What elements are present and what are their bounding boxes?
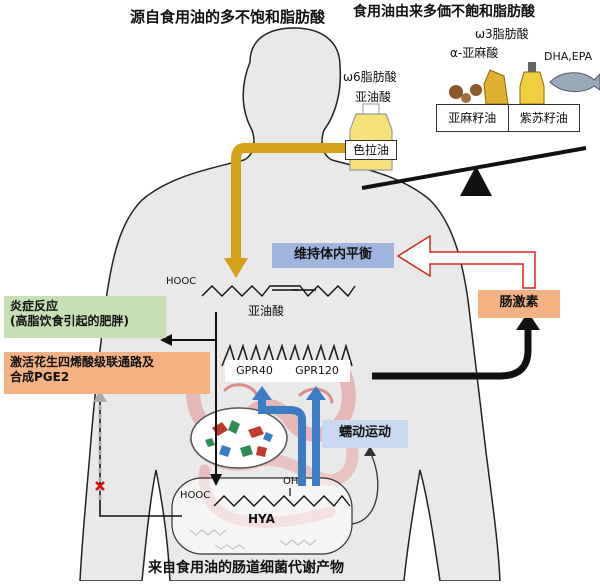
black-arrowhead-hormone bbox=[516, 312, 540, 330]
peristalsis-arrow bbox=[351, 451, 379, 525]
inflammation-line1: 炎症反应 bbox=[10, 299, 59, 313]
line-bottom-left bbox=[99, 372, 182, 517]
hya-faint-molecules bbox=[189, 529, 317, 550]
balance-scale bbox=[361, 146, 587, 196]
perilla-oil-label: 紫苏籽油 bbox=[519, 111, 568, 125]
inflammation-box: 炎症反应 (高脂饮食引起的肥胖) bbox=[4, 296, 166, 338]
bacteria-icons bbox=[205, 420, 273, 457]
dha-epa-label: DHA,EPA bbox=[544, 50, 593, 63]
gpr120-label: GPR120 bbox=[295, 364, 339, 378]
linoleic-acid-label: 亚油酸 bbox=[248, 304, 285, 318]
gold-arrowhead bbox=[224, 258, 248, 278]
gpr40-label: GPR40 bbox=[236, 364, 273, 378]
hooc-top-label: HOOC bbox=[166, 276, 197, 287]
omega3-oil-table: 亚麻籽油 紫苏籽油 bbox=[436, 104, 580, 132]
homeostasis-box: 维持体内平衡 bbox=[272, 243, 394, 268]
title-bottom: 来自食用油的肠道细菌代谢产物 bbox=[148, 560, 344, 576]
omega6-label: ω6脂肪酸 bbox=[343, 70, 397, 84]
peristalsis-box: 蠕动运动 bbox=[322, 420, 408, 448]
arachidonic-line1: 激活花生四烯酸级联通路及 bbox=[10, 355, 155, 369]
receptor-box: GPR40 GPR120 bbox=[225, 360, 350, 382]
gold-arrow-oil-to-gut bbox=[231, 143, 345, 262]
gut-hormone-box: 肠激素 bbox=[478, 290, 560, 318]
inflammation-arrowhead bbox=[160, 334, 172, 346]
peristalsis-arrowhead bbox=[364, 446, 376, 456]
black-arrow-to-hormone bbox=[372, 326, 532, 380]
omega3-food-icons bbox=[449, 62, 600, 105]
salad-oil-label: 色拉油 bbox=[345, 140, 397, 160]
salad-oil-bottle bbox=[349, 103, 393, 171]
title-right: 食用油由来多価不飽和脂肪酸 bbox=[353, 4, 535, 20]
dashed-arrowhead bbox=[93, 390, 107, 402]
oh-label: OH bbox=[283, 476, 299, 487]
arachidonic-line2: 合成PGE2 bbox=[10, 370, 70, 384]
blue-arrowhead-gpr120 bbox=[306, 386, 326, 400]
ala-label: α-亚麻酸 bbox=[450, 46, 499, 60]
inhibition-x-mark bbox=[95, 481, 105, 491]
title-left: 源自食用油的多不饱和脂肪酸 bbox=[130, 8, 326, 26]
hya-chain bbox=[213, 494, 351, 508]
red-hollow-arrow bbox=[396, 234, 536, 289]
blue-arrow-to-gpr40 bbox=[258, 398, 306, 486]
linoleic-acid-label-top: 亚油酸 bbox=[355, 90, 392, 104]
gut-bacteria-cluster bbox=[190, 407, 288, 469]
flaxseed-oil-label: 亚麻籽油 bbox=[437, 105, 509, 131]
inflammation-line2: (高脂饮食引起的肥胖) bbox=[10, 314, 129, 328]
hya-label: HYA bbox=[248, 512, 275, 526]
blue-arrowhead-gpr40 bbox=[252, 386, 272, 400]
arachidonic-box: 激活花生四烯酸级联通路及 合成PGE2 bbox=[4, 352, 210, 394]
omega3-label: ω3脂肪酸 bbox=[475, 27, 529, 41]
hooc-bottom-label: HOOC bbox=[180, 490, 211, 501]
linoleic-acid-chain bbox=[201, 285, 356, 298]
